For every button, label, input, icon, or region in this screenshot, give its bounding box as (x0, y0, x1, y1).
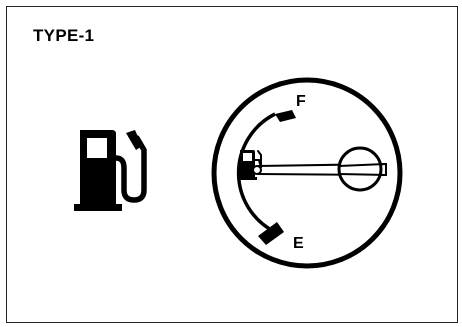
empty-label: E (293, 235, 304, 252)
fuel-pump-icon (74, 130, 144, 211)
full-label: F (296, 93, 306, 110)
full-tick (275, 110, 296, 122)
needle-hub (339, 148, 381, 190)
needle-tip (253, 166, 261, 174)
gauge-needle (253, 148, 386, 190)
fuel-gauge: F E (214, 80, 400, 266)
gauge-fuel-pump-icon (238, 150, 261, 180)
